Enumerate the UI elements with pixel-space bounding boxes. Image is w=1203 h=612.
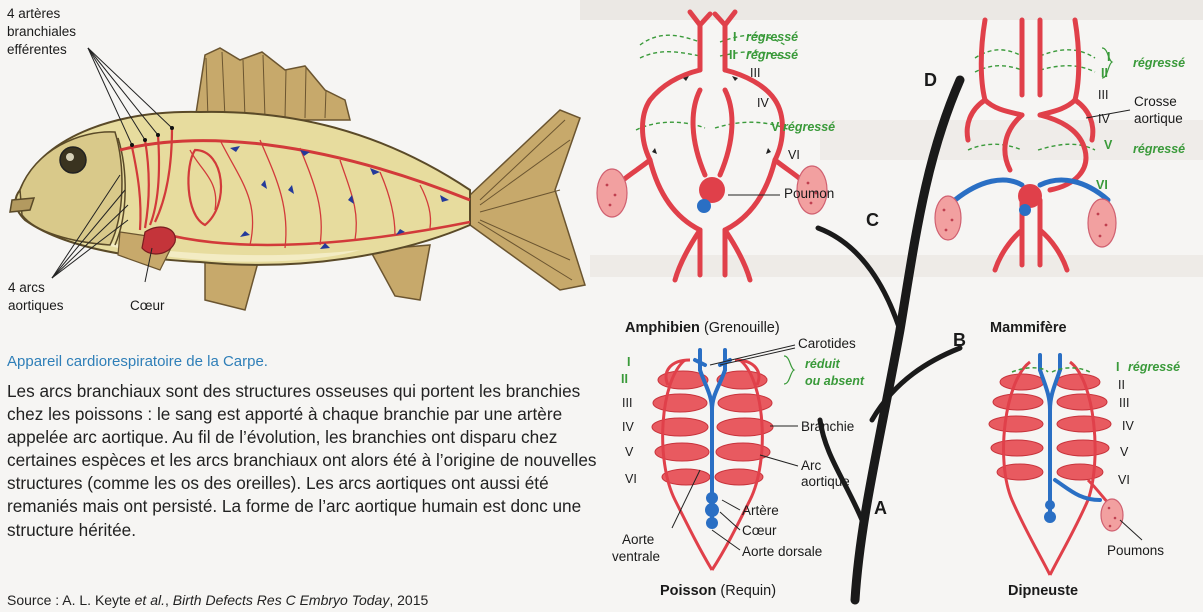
- fish-arch-II: II: [621, 372, 628, 386]
- mam-arch-V: V: [1104, 138, 1112, 152]
- amphibien-name: Amphibien: [625, 320, 700, 336]
- tree-node-C: C: [866, 210, 879, 231]
- tree-node-D: D: [924, 70, 937, 91]
- amphibien-title: Amphibien (Grenouille): [625, 320, 780, 336]
- dip-arch-III: III: [1119, 396, 1129, 410]
- mam-arch-VI: VI: [1096, 178, 1108, 192]
- amph-regresse-II: régressé: [746, 48, 798, 62]
- mam-regresse-V: régressé: [1133, 142, 1185, 156]
- dipneuste-title: Dipneuste: [1008, 583, 1078, 599]
- fish-caption: Appareil cardiorespiratoire de la Carpe.: [7, 353, 268, 370]
- poisson-title: Poisson (Requin): [660, 583, 776, 599]
- efferent-label-line2: branchiales: [7, 24, 76, 39]
- mammifere-title: Mammifère: [990, 320, 1067, 336]
- mam-regresse-top: régressé: [1133, 56, 1185, 70]
- fish-arch-VI: VI: [625, 472, 637, 486]
- source-citation: Source : A. L. Keyte et al., Birth Defec…: [7, 592, 428, 608]
- reduit-label-line2: ou absent: [805, 374, 864, 388]
- body-paragraph: Les arcs branchiaux sont des structures …: [7, 380, 607, 542]
- source-journal: Birth Defects Res C Embryo Today: [173, 592, 390, 608]
- poisson-species: (Requin): [716, 583, 776, 599]
- fish-arch-V: V: [625, 445, 633, 459]
- reduit-label-line1: réduit: [805, 357, 840, 371]
- fish-arch-III: III: [622, 396, 632, 410]
- amph-poumon-label: Poumon: [784, 186, 834, 201]
- heart-label: Cœur: [130, 298, 165, 313]
- tree-node-A: A: [874, 498, 887, 519]
- source-year: , 2015: [389, 592, 428, 608]
- carotides-label: Carotides: [798, 336, 856, 351]
- mam-arch-III: III: [1098, 88, 1108, 102]
- aortic-label-line1: 4 arcs: [8, 280, 45, 295]
- amph-arch-III: III: [750, 66, 760, 80]
- source-sep: ,: [165, 592, 173, 608]
- arc-aortique-line1: Arc: [801, 458, 821, 473]
- amph-arch-I: I: [733, 30, 736, 44]
- aorte-dorsale-label: Aorte dorsale: [742, 544, 822, 559]
- amph-arch-II: II: [729, 48, 736, 62]
- fish-arch-IV: IV: [622, 420, 634, 434]
- amph-arch-IV: IV: [757, 96, 769, 110]
- aorte-ventrale-line1: Aorte: [622, 532, 654, 547]
- arc-aortique-line2: aortique: [801, 474, 850, 489]
- aorte-ventrale-line2: ventrale: [612, 549, 660, 564]
- amphibien-species: (Grenouille): [700, 320, 780, 336]
- dip-arch-IV: IV: [1122, 419, 1134, 433]
- crosse-label-line1: Crosse: [1134, 94, 1177, 109]
- tree-node-B: B: [953, 330, 966, 351]
- dip-arch-VI: VI: [1118, 473, 1130, 487]
- mammifere-name: Mammifère: [990, 320, 1067, 336]
- dip-arch-V: V: [1120, 445, 1128, 459]
- dipneuste-name: Dipneuste: [1008, 583, 1078, 599]
- efferent-label-line3: efférentes: [7, 42, 67, 57]
- amph-arch-VI: VI: [788, 148, 800, 162]
- efferent-label-line1: 4 artères: [7, 6, 60, 21]
- mam-arch-I: I: [1107, 50, 1110, 64]
- carp-illustration: [10, 48, 585, 310]
- coeur-label: Cœur: [742, 523, 777, 538]
- crosse-label-line2: aortique: [1134, 111, 1183, 126]
- dip-arch-I: I: [1116, 360, 1119, 374]
- fish-arch-I: I: [627, 355, 630, 369]
- aortic-label-line2: aortiques: [8, 298, 64, 313]
- artere-label: Artère: [742, 503, 779, 518]
- branchie-label: Branchie: [801, 419, 854, 434]
- source-etal: et al.: [135, 592, 165, 608]
- source-prefix: Source : A. L. Keyte: [7, 592, 135, 608]
- dip-arch-II: II: [1118, 378, 1125, 392]
- amph-arch-V: V: [771, 120, 779, 134]
- mam-arch-IV: IV: [1098, 112, 1110, 126]
- amph-regresse-V: régressé: [783, 120, 835, 134]
- amph-regresse-I: régressé: [746, 30, 798, 44]
- poisson-name: Poisson: [660, 583, 716, 599]
- poumons-label: Poumons: [1107, 543, 1164, 558]
- dip-regresse-I: régressé: [1128, 360, 1180, 374]
- mam-arch-II: II: [1101, 66, 1108, 80]
